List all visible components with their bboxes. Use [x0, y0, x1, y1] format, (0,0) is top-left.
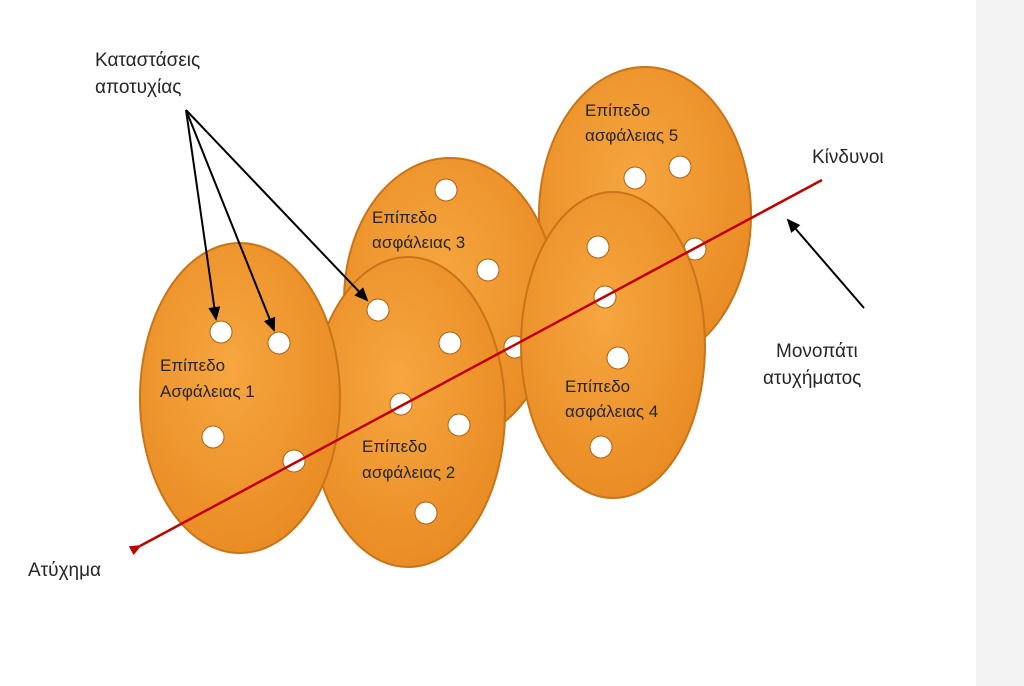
- safety-layer-4: Επίπεδο ασφάλειας 4: [520, 191, 706, 499]
- layer-5-hole: [668, 155, 692, 179]
- accident-label: Ατύχημα: [28, 560, 101, 581]
- failure-states-label-line1: Καταστάσεις: [95, 50, 200, 71]
- failure-states-label-line2: αποτυχίας: [95, 77, 181, 98]
- layer-2-hole: [438, 331, 462, 355]
- failure-arrow-2: [185, 109, 276, 332]
- layer-1-hole: [201, 425, 225, 449]
- failure-state-arrows: [185, 109, 369, 332]
- layer-1-label-line2: Ασφάλειας 1: [160, 382, 255, 401]
- accident-trajectory-line: [128, 178, 823, 556]
- layer-1-label-line1: Επίπεδο: [160, 356, 225, 375]
- layer-4-hole: [589, 435, 613, 459]
- safety-layer-1: Επίπεδο Ασφάλειας 1: [139, 242, 341, 554]
- layer-2-label-line2: ασφάλειας 2: [362, 463, 455, 482]
- side-strip: [976, 0, 1024, 686]
- failure-arrow-3: [185, 109, 369, 302]
- accident-path-arrow: [786, 218, 865, 309]
- layer-4-label-line2: ασφάλειας 4: [565, 402, 658, 421]
- safety-layer-2: Επίπεδο ασφάλειας 2: [310, 256, 506, 568]
- layer-5-hole: [623, 166, 647, 190]
- failure-arrow-1: [185, 109, 221, 321]
- layer-4-label-line1: Επίπεδο: [565, 377, 630, 396]
- layer-3-label-line2: ασφάλειας 3: [372, 233, 465, 252]
- layer-1-hole: [267, 331, 291, 355]
- swiss-cheese-diagram: Επίπεδο ασφάλειας 5 Επίπεδο ασφάλειας 3 …: [28, 50, 884, 581]
- layer-2-hole: [366, 298, 390, 322]
- layer-5-label-line2: ασφάλειας 5: [585, 126, 678, 145]
- layer-1-hole: [209, 320, 233, 344]
- layer-5-label-line1: Επίπεδο: [585, 101, 650, 120]
- layer-2-label-line1: Επίπεδο: [362, 437, 427, 456]
- layer-4-hole: [586, 235, 610, 259]
- layer-2-hole: [414, 501, 438, 525]
- layer-3-label-line1: Επίπεδο: [372, 208, 437, 227]
- layer-3-hole: [476, 258, 500, 282]
- accident-path-label-line1: Μονοπάτι: [776, 341, 858, 362]
- layer-3-hole: [434, 178, 458, 202]
- accident-path-label-line2: ατυχήματος: [763, 368, 861, 389]
- hazards-label: Κίνδυνοι: [812, 147, 884, 168]
- layer-2-hole: [447, 413, 471, 437]
- layer-2-hole: [389, 392, 413, 416]
- layer-4-ellipse: [520, 191, 706, 499]
- layer-4-hole: [606, 346, 630, 370]
